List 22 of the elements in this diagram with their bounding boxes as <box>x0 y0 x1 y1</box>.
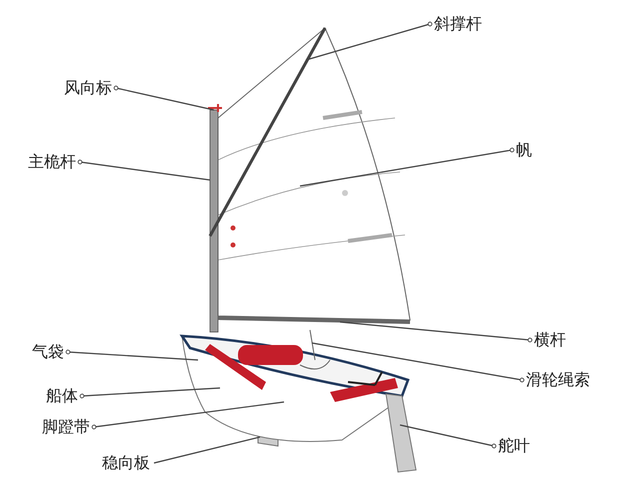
leader-line <box>78 160 210 181</box>
part-label: 斜撑杆 <box>434 15 482 33</box>
leader-line <box>340 321 532 342</box>
leader-line <box>92 401 284 430</box>
leader-line <box>80 387 220 398</box>
leader-line <box>66 350 198 361</box>
leader-line <box>400 424 496 448</box>
part-label: 帆 <box>516 141 532 159</box>
leader-line <box>306 22 432 61</box>
leader-line <box>312 342 524 382</box>
part-label: 脚蹬带 <box>42 418 90 436</box>
part-label: 舵叶 <box>498 437 530 455</box>
part-label: 稳向板 <box>102 454 150 472</box>
part-label: 主桅杆 <box>28 153 76 171</box>
leader-line <box>114 86 214 111</box>
part-label: 船体 <box>46 387 78 405</box>
leader-line <box>154 436 260 464</box>
part-label: 横杆 <box>534 331 566 349</box>
part-label: 气袋 <box>32 343 64 361</box>
part-label: 滑轮绳索 <box>526 371 590 389</box>
leader-line <box>300 148 514 187</box>
part-label: 风向标 <box>64 79 112 97</box>
